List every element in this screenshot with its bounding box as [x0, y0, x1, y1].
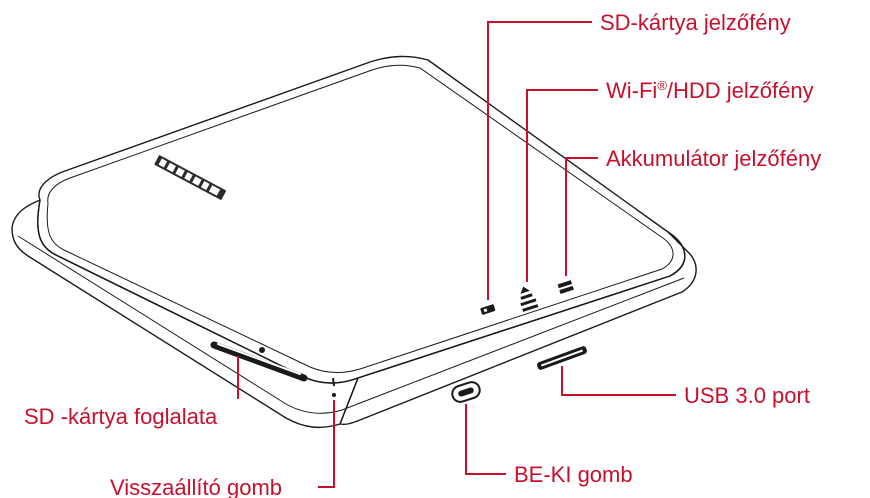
- label-wifi-led-prefix: Wi-Fi: [606, 78, 657, 103]
- label-sd-led: SD-kártya jelzőfény: [600, 10, 791, 35]
- label-wifi-led: Wi-Fi®/HDD jelzőfény: [606, 78, 814, 103]
- hard-drive-device: [11, 55, 697, 429]
- leader-wifi-led: [526, 89, 598, 282]
- power-button[interactable]: [450, 380, 482, 404]
- label-usb-port: USB 3.0 port: [684, 383, 810, 408]
- device-right-side: [339, 231, 697, 426]
- reset-pinhole: [332, 377, 336, 397]
- callouts: SD-kártya jelzőfény Wi-Fi®/HDD jelzőfény…: [24, 10, 821, 498]
- sd-card-slot: [210, 341, 308, 382]
- label-wifi-led-suffix: /HDD jelzőfény: [667, 78, 814, 103]
- leader-battery-led: [565, 157, 598, 276]
- leader-lines: [237, 21, 676, 488]
- usb-port: [537, 346, 587, 370]
- device-front-side: [11, 199, 359, 429]
- label-power-button: BE-KI gomb: [514, 462, 633, 487]
- label-sd-slot: SD -kártya foglalata: [24, 404, 218, 429]
- leader-usb-port: [561, 366, 676, 396]
- label-reset-button: Visszaállító gomb: [110, 475, 282, 498]
- leader-power-button: [465, 404, 506, 475]
- label-battery-led: Akkumulátor jelzőfény: [606, 146, 821, 171]
- wifi-led-indicator: [520, 286, 539, 312]
- leader-sd-led: [487, 21, 592, 300]
- device-top-rim: [46, 64, 674, 374]
- leader-reset-button: [318, 400, 335, 488]
- device-top-face: [37, 55, 686, 384]
- battery-led-indicator: [557, 280, 574, 294]
- sd-led-indicator: [480, 304, 496, 315]
- label-wifi-led-reg: ®: [657, 78, 667, 93]
- toshiba-logo: [154, 155, 227, 200]
